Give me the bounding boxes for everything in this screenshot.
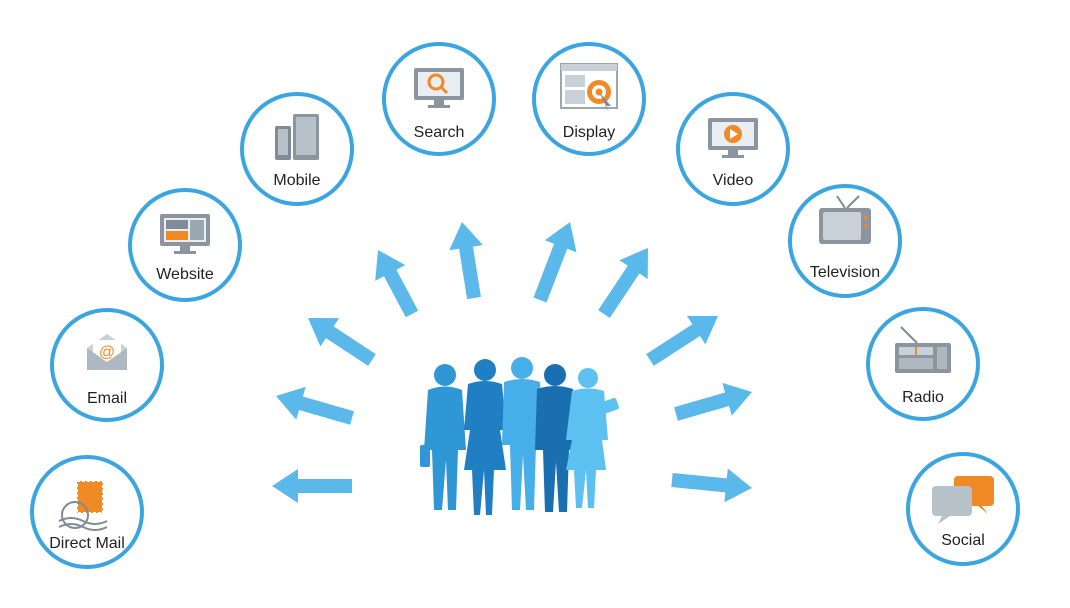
arrow <box>674 382 752 421</box>
video-monitor-icon <box>708 118 758 158</box>
channel-label: Video <box>712 172 754 189</box>
channel-label: Email <box>86 390 127 407</box>
monitor-icon <box>160 214 210 254</box>
channel-mobile: Mobile <box>240 92 354 206</box>
envelope-icon: @ <box>87 334 127 370</box>
arrow <box>671 468 752 503</box>
channel-video: Video <box>676 92 790 206</box>
arrow <box>272 469 352 503</box>
channel-direct-mail: Direct Mail <box>30 455 144 569</box>
channel-label: Mobile <box>273 172 321 189</box>
channel-label: Website <box>156 266 214 283</box>
radio-icon <box>895 326 951 373</box>
channel-label: Radio <box>902 389 944 406</box>
channel-label: Display <box>562 124 616 141</box>
channel-label: Direct Mail <box>49 535 125 552</box>
display-ad-icon <box>560 63 618 112</box>
search-monitor-icon <box>414 68 464 108</box>
chat-bubbles-icon <box>932 476 994 524</box>
svg-text:@: @ <box>99 344 115 361</box>
arrow <box>308 318 376 366</box>
arrow <box>449 222 483 300</box>
people-group-icon <box>420 357 619 515</box>
channel-label: Search <box>413 124 465 141</box>
channel-social: Social <box>906 452 1020 566</box>
arrow <box>375 250 419 318</box>
channel-display: Display <box>532 42 646 156</box>
tv-icon <box>819 195 871 244</box>
channel-label: Social <box>941 532 985 549</box>
channel-website: Website <box>128 188 242 302</box>
channel-label: Television <box>809 264 881 281</box>
arrow <box>646 315 718 366</box>
devices-icon <box>275 114 319 160</box>
channel-email: @ Email <box>50 308 164 422</box>
arrow <box>276 386 354 425</box>
stamp-icon <box>58 480 108 531</box>
channel-search: Search <box>382 42 496 156</box>
arrow <box>533 222 577 303</box>
arrow <box>598 248 648 318</box>
channel-radio: Radio <box>866 307 980 421</box>
channel-television: Television <box>788 184 902 298</box>
